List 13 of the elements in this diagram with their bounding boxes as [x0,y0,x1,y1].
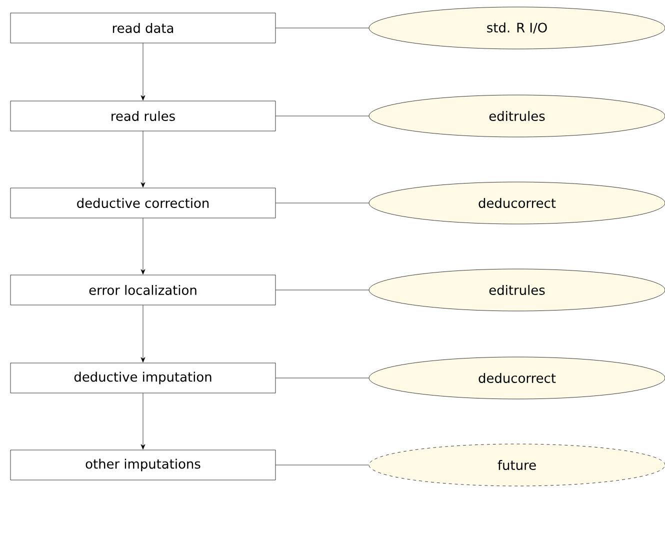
arrow [140,42,146,100]
arrow [140,131,146,188]
arrow [140,218,146,274]
connector-line [276,464,369,466]
process-box: read rules [10,100,276,132]
process-box: error localization [10,274,276,306]
connector-line [276,202,369,204]
arrow [140,393,146,450]
process-box: deductive imputation [10,362,276,394]
process-box: deductive correction [10,188,276,218]
arrow [140,305,146,362]
process-box: read data [10,12,276,44]
process-box: other imputations [10,450,276,480]
